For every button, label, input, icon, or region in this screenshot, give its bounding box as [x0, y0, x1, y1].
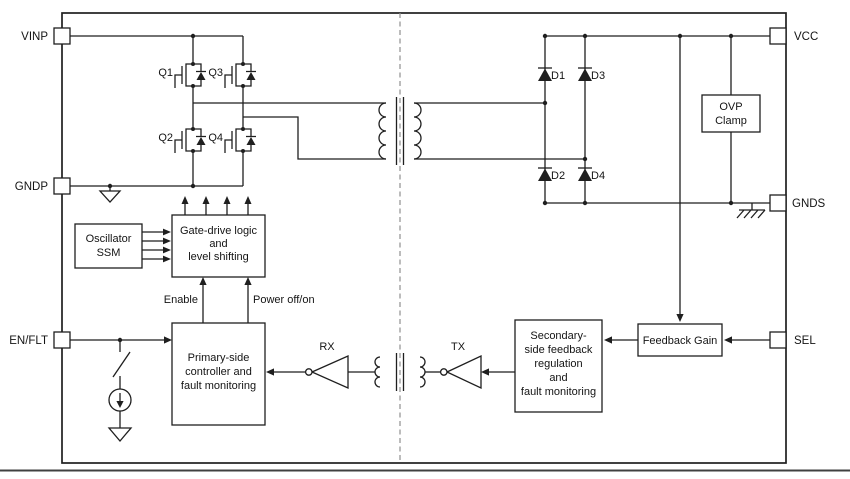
feedback-gain-block: Feedback Gain: [637, 323, 723, 357]
secondary-line4: and: [549, 372, 567, 384]
arrow-en-into-controller: [164, 336, 172, 344]
pin-square-en-flt: [53, 331, 71, 349]
diode-d4: D4: [578, 167, 605, 182]
pin-vinp: VINP: [21, 27, 71, 45]
pin-square-gndp: [53, 177, 71, 195]
power-off-on-label: Power off/on: [253, 294, 315, 306]
power-off-on-signal: Power off/on: [244, 277, 315, 323]
pin-label-vinp: VINP: [21, 31, 48, 43]
gnds-ground-symbol: [736, 203, 766, 219]
primary-bridge: Q1 Q3 Q2 Q4: [70, 35, 257, 203]
halfbridge-mid-leads: [192, 95, 244, 120]
pin-label-gnds: GNDS: [792, 198, 826, 210]
feedback-gain-label: Feedback Gain: [643, 335, 718, 347]
source-leads: [192, 160, 244, 186]
arrow-into-feedback-gain: [676, 314, 684, 322]
diode-d3: D3: [578, 67, 605, 82]
primary-control: Oscillator SSM Gate-drive logic and leve…: [70, 196, 315, 443]
pin-sel: SEL: [769, 331, 816, 349]
drain-leads: [192, 36, 244, 55]
primary-controller-block: Primary-side controller and fault monito…: [171, 322, 266, 426]
label-d1: D1: [551, 70, 565, 82]
secondary-line5: fault monitoring: [521, 386, 596, 398]
label-q4: Q4: [208, 132, 223, 144]
secondary-line3: regulation: [534, 358, 582, 370]
power-transformer: [193, 97, 585, 165]
primary-bottom-wire: [243, 116, 386, 160]
ovp-clamp-line2: Clamp: [715, 115, 747, 127]
rx-label: RX: [319, 341, 335, 353]
enable-signal: Enable: [164, 277, 207, 323]
oscillator-block: Oscillator SSM: [74, 223, 143, 269]
diode-d2: D2: [538, 167, 565, 182]
arrow-into-secondary-block: [604, 336, 612, 344]
label-q1: Q1: [158, 67, 173, 79]
pin-label-vcc: VCC: [794, 31, 818, 43]
pin-label-en-flt: EN/FLT: [9, 335, 48, 347]
en-pulldown-branch: [107, 340, 133, 443]
pin-square-vcc: [769, 27, 787, 45]
feedback-path: Feedback Gain Secondary- side feedback r…: [514, 36, 770, 413]
controller-line3: fault monitoring: [181, 380, 256, 392]
pin-vcc: VCC: [769, 27, 818, 45]
label-d3: D3: [591, 70, 605, 82]
pin-label-gndp: GNDP: [15, 181, 49, 193]
controller-line1: Primary-side: [188, 352, 250, 364]
tx-output-bubble: [439, 368, 448, 376]
secondary-feedback-block: Secondary- side feedback regulation and …: [514, 319, 603, 413]
label-d4: D4: [591, 170, 605, 182]
rx-output-bubble: [304, 368, 313, 376]
arrow-sel-into-gain: [724, 336, 732, 344]
pin-square-vinp: [53, 27, 71, 45]
secondary-winding: [413, 102, 422, 160]
gate-drive-block: Gate-drive logic and level shifting: [171, 214, 266, 278]
pin-square-sel: [769, 331, 787, 349]
pin-label-sel: SEL: [794, 335, 816, 347]
rx-buffer: RX: [304, 341, 349, 390]
tx-label: TX: [451, 341, 466, 353]
gate-drive-line2: and: [209, 238, 227, 250]
diode-d1: D1: [538, 67, 565, 82]
oscillator-line2: SSM: [97, 247, 121, 259]
transformer-core: [395, 97, 405, 165]
comm-link: TX RX: [266, 341, 515, 391]
junction-dots: [107, 33, 734, 343]
switch-blade: [112, 351, 131, 378]
gate-drive-output-arrows: [181, 196, 252, 215]
pin-gndp: GNDP: [15, 177, 71, 195]
gate-drive-line1: Gate-drive logic: [180, 225, 258, 237]
enable-label: Enable: [164, 294, 198, 306]
arrow-into-controller: [266, 368, 274, 376]
ovp-clamp-block: OVP Clamp: [701, 36, 761, 203]
label-q2: Q2: [158, 132, 173, 144]
comm-transformer: [374, 353, 426, 391]
current-source: [108, 388, 132, 412]
pin-square-gnds: [769, 194, 787, 212]
chip-boundary: [61, 12, 787, 464]
label-q3: Q3: [208, 67, 223, 79]
secondary-line1: Secondary-: [530, 330, 587, 342]
controller-line2: controller and: [185, 366, 252, 378]
pin-en-flt: EN/FLT: [9, 331, 71, 349]
primary-winding: [378, 102, 387, 160]
pulldown-ground-symbol: [107, 427, 133, 443]
tx-buffer: TX: [439, 341, 482, 390]
ovp-clamp-line1: OVP: [719, 101, 742, 113]
label-d2: D2: [551, 170, 565, 182]
secondary-line2: side feedback: [525, 344, 593, 356]
arrow-into-tx: [481, 368, 489, 376]
oscillator-line1: Oscillator: [86, 233, 132, 245]
oscillator-to-gatedrive-arrows: [142, 228, 171, 263]
pin-gnds: GNDS: [769, 194, 826, 212]
gate-drive-line3: level shifting: [188, 251, 249, 263]
